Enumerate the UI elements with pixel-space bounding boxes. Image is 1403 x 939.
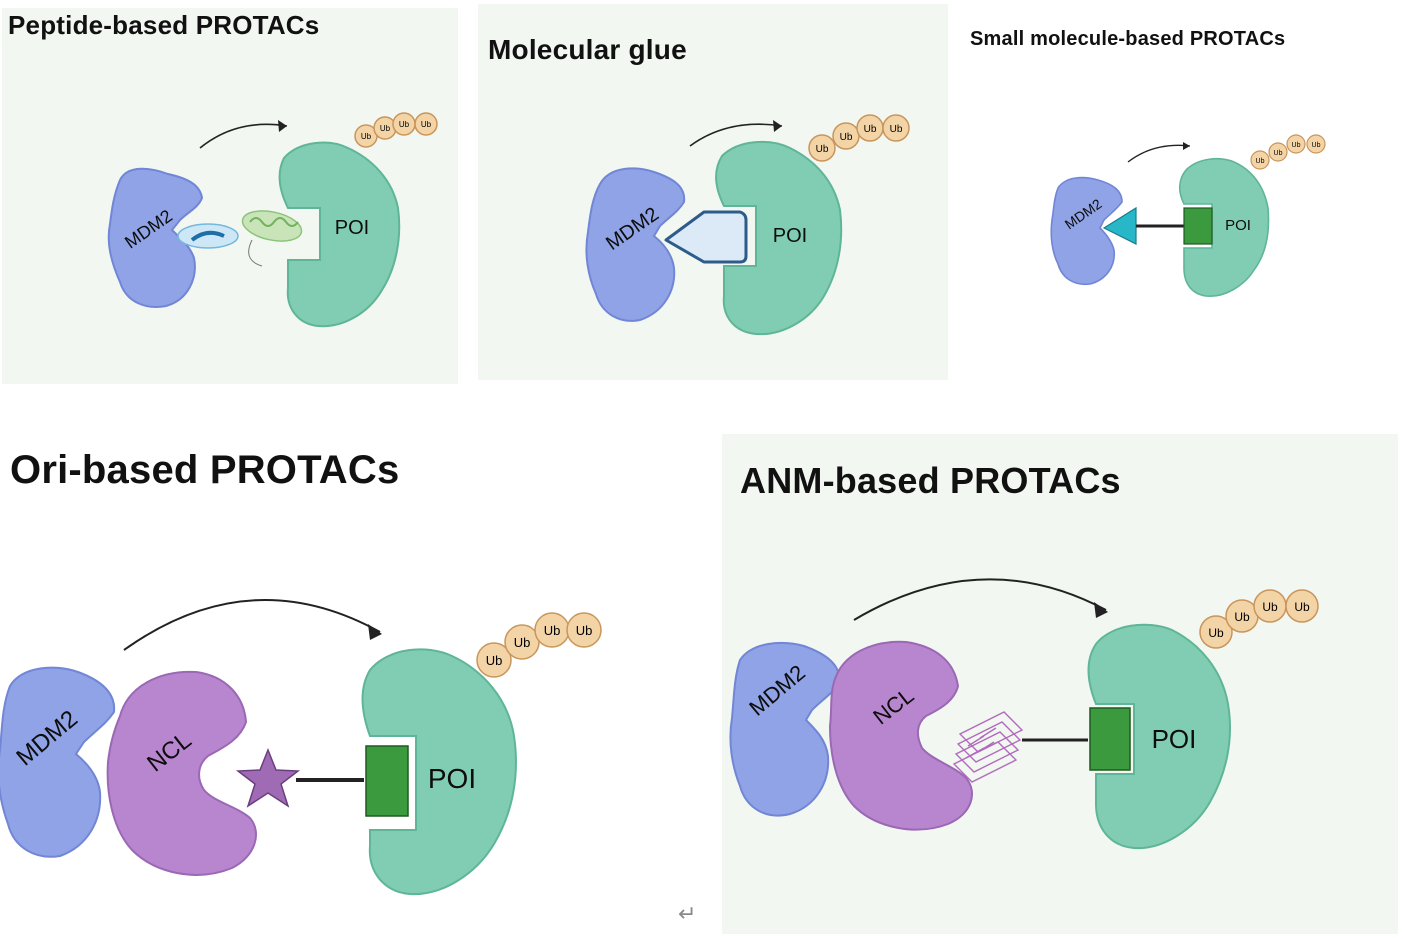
poi-protein bbox=[1087, 623, 1231, 850]
ncl-protein bbox=[828, 640, 973, 831]
ncl-protein bbox=[106, 670, 257, 876]
ubiquitination-arrow bbox=[199, 123, 288, 149]
svg-text:Ub: Ub bbox=[399, 120, 410, 129]
glue-illustration: MDM2 POI Ub Ub Ub Ub bbox=[585, 114, 910, 336]
svg-text:Ub: Ub bbox=[1294, 600, 1310, 614]
anm-aptamer bbox=[952, 711, 1024, 783]
ori-panel: Ori-based PROTACs MDM2 NCL POI Ub Ub Ub … bbox=[0, 440, 700, 939]
svg-text:Ub: Ub bbox=[1262, 600, 1278, 614]
poi-ligand bbox=[1183, 207, 1213, 245]
svg-text:Ub: Ub bbox=[816, 144, 829, 155]
poi-ligand bbox=[365, 745, 409, 817]
ubiquitin-chain: Ub Ub Ub Ub bbox=[1199, 589, 1319, 649]
poi-ligand bbox=[1089, 707, 1131, 771]
svg-text:Ub: Ub bbox=[890, 124, 903, 135]
small-molecule-panel-title: Small molecule-based PROTACs bbox=[970, 28, 1286, 50]
svg-text:Ub: Ub bbox=[1256, 158, 1265, 165]
peptide-illustration: MDM2 POI Ub Ub Ub Ub bbox=[107, 112, 438, 328]
ori-panel-title: Ori-based PROTACs bbox=[10, 448, 400, 492]
poi-protein bbox=[361, 648, 517, 896]
poi-protein bbox=[715, 140, 843, 336]
peptide-panel-title: Peptide-based PROTACs bbox=[8, 10, 320, 40]
poi-label: POI bbox=[428, 763, 476, 794]
poi-protein bbox=[1178, 157, 1270, 297]
poi-protein bbox=[278, 141, 401, 328]
mdm2-protein bbox=[0, 666, 116, 858]
poi-label: POI bbox=[335, 217, 369, 239]
ubiquitin-chain: Ub Ub Ub Ub bbox=[1250, 134, 1326, 170]
anm-illustration: MDM2 NCL POI Ub Ub Ub Ub bbox=[729, 578, 1319, 850]
glue-panel: Molecular glue MDM2 POI Ub Ub Ub Ub bbox=[478, 4, 948, 380]
return-glyph: ↵ bbox=[678, 902, 697, 927]
peptide-linker bbox=[248, 239, 263, 267]
mdm2-protein bbox=[107, 167, 204, 308]
ori-illustration: MDM2 NCL POI Ub Ub Ub Ub bbox=[0, 599, 602, 896]
small-molecule-panel: Small molecule-based PROTACs MDM2 POI Ub… bbox=[958, 4, 1398, 380]
svg-text:Ub: Ub bbox=[361, 132, 372, 141]
svg-text:Ub: Ub bbox=[1208, 626, 1224, 640]
svg-text:Ub: Ub bbox=[544, 623, 561, 638]
glue-panel-title: Molecular glue bbox=[488, 34, 687, 65]
svg-text:Ub: Ub bbox=[486, 653, 503, 668]
ubiquitin-chain: Ub Ub Ub Ub bbox=[476, 612, 602, 678]
svg-text:Ub: Ub bbox=[514, 635, 531, 650]
peptide-panel: Peptide-based PROTACs MDM2 POI Ub Ub Ub … bbox=[2, 8, 458, 384]
svg-text:Ub: Ub bbox=[864, 124, 877, 135]
glue-molecule bbox=[664, 210, 748, 264]
ori-ligand-star bbox=[235, 747, 301, 808]
peptide-binder bbox=[177, 223, 239, 249]
poi-label: POI bbox=[773, 225, 807, 247]
svg-text:Ub: Ub bbox=[576, 623, 593, 638]
svg-text:Ub: Ub bbox=[421, 120, 432, 129]
svg-text:Ub: Ub bbox=[840, 132, 853, 143]
small-molecule-illustration: MDM2 POI Ub Ub Ub Ub bbox=[1050, 134, 1326, 297]
arrow-head bbox=[278, 120, 287, 132]
peptide-helix bbox=[190, 230, 225, 242]
svg-text:Ub: Ub bbox=[1234, 610, 1250, 624]
mdm2-protein bbox=[585, 167, 686, 322]
svg-text:Ub: Ub bbox=[1292, 142, 1301, 149]
svg-text:Ub: Ub bbox=[1274, 150, 1283, 157]
mdm2-protein bbox=[729, 641, 842, 817]
mdm2-protein bbox=[1050, 176, 1123, 286]
anm-panel-title: ANM-based PROTACs bbox=[740, 460, 1121, 501]
ubiquitin-chain: Ub Ub Ub Ub bbox=[808, 114, 910, 162]
svg-text:Ub: Ub bbox=[1312, 142, 1321, 149]
poi-label: POI bbox=[1152, 724, 1197, 754]
anm-panel: ANM-based PROTACs MDM2 NCL POI Ub Ub Ub … bbox=[722, 434, 1398, 934]
svg-text:Ub: Ub bbox=[380, 124, 391, 133]
ubiquitin-chain: Ub Ub Ub Ub bbox=[354, 112, 438, 148]
poi-label: POI bbox=[1225, 217, 1251, 234]
ubiquitination-arrow bbox=[689, 123, 783, 147]
